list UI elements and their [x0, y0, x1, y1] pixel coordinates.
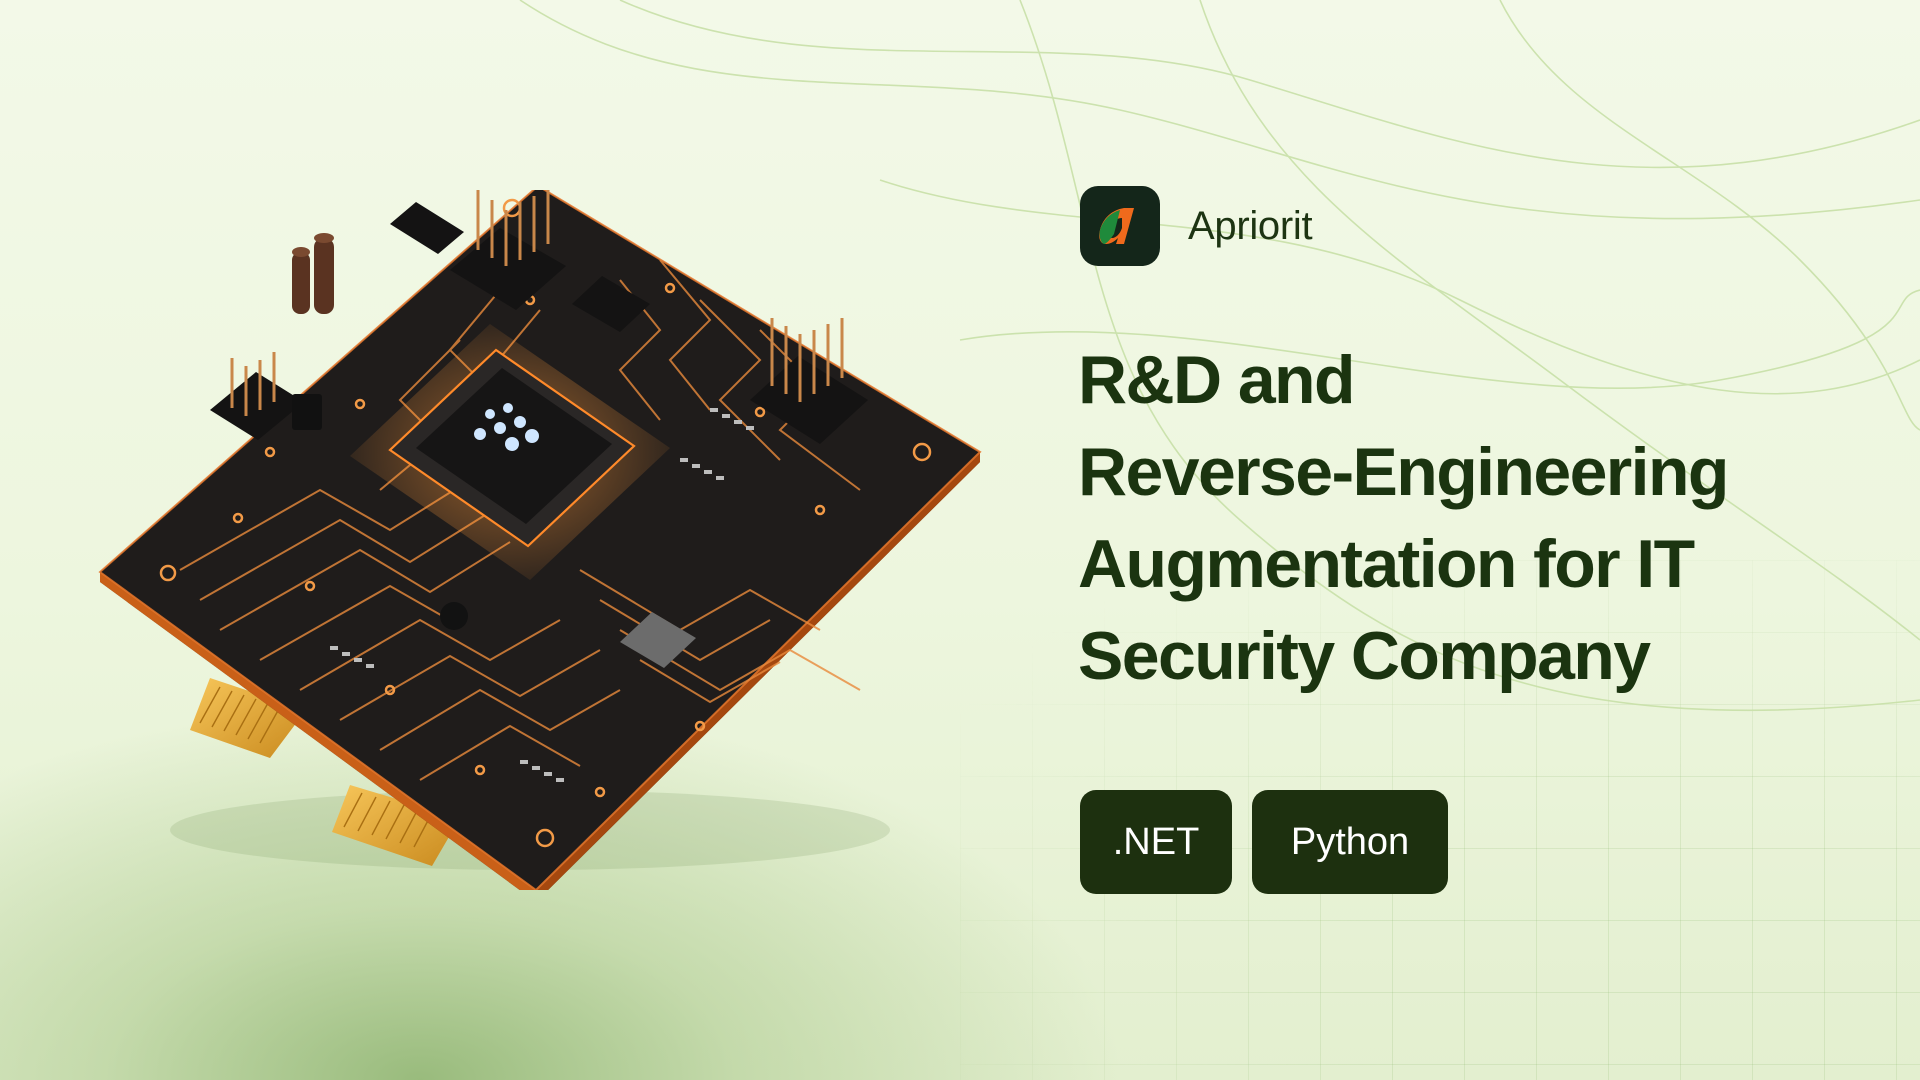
- brand-name: Apriorit: [1188, 203, 1313, 248]
- circuit-board-icon: [98, 184, 982, 902]
- title-line-3: Augmentation for IT: [1078, 526, 1695, 602]
- page-title: R&D and Reverse-Engineering Augmentation…: [1078, 334, 1898, 702]
- title-line-1: R&D and: [1078, 342, 1356, 418]
- circuit-board-illustration: [60, 184, 1000, 902]
- brand: Apriorit: [1080, 186, 1313, 266]
- technology-tags: .NET Python: [1080, 790, 1448, 894]
- tag-python[interactable]: Python: [1252, 790, 1448, 894]
- logo-mark-icon: [1099, 208, 1134, 244]
- tag-dotnet[interactable]: .NET: [1080, 790, 1232, 894]
- title-line-4: Security Company: [1078, 618, 1651, 694]
- apriorit-logo-icon: [1080, 186, 1160, 266]
- title-line-2: Reverse-Engineering: [1078, 434, 1729, 510]
